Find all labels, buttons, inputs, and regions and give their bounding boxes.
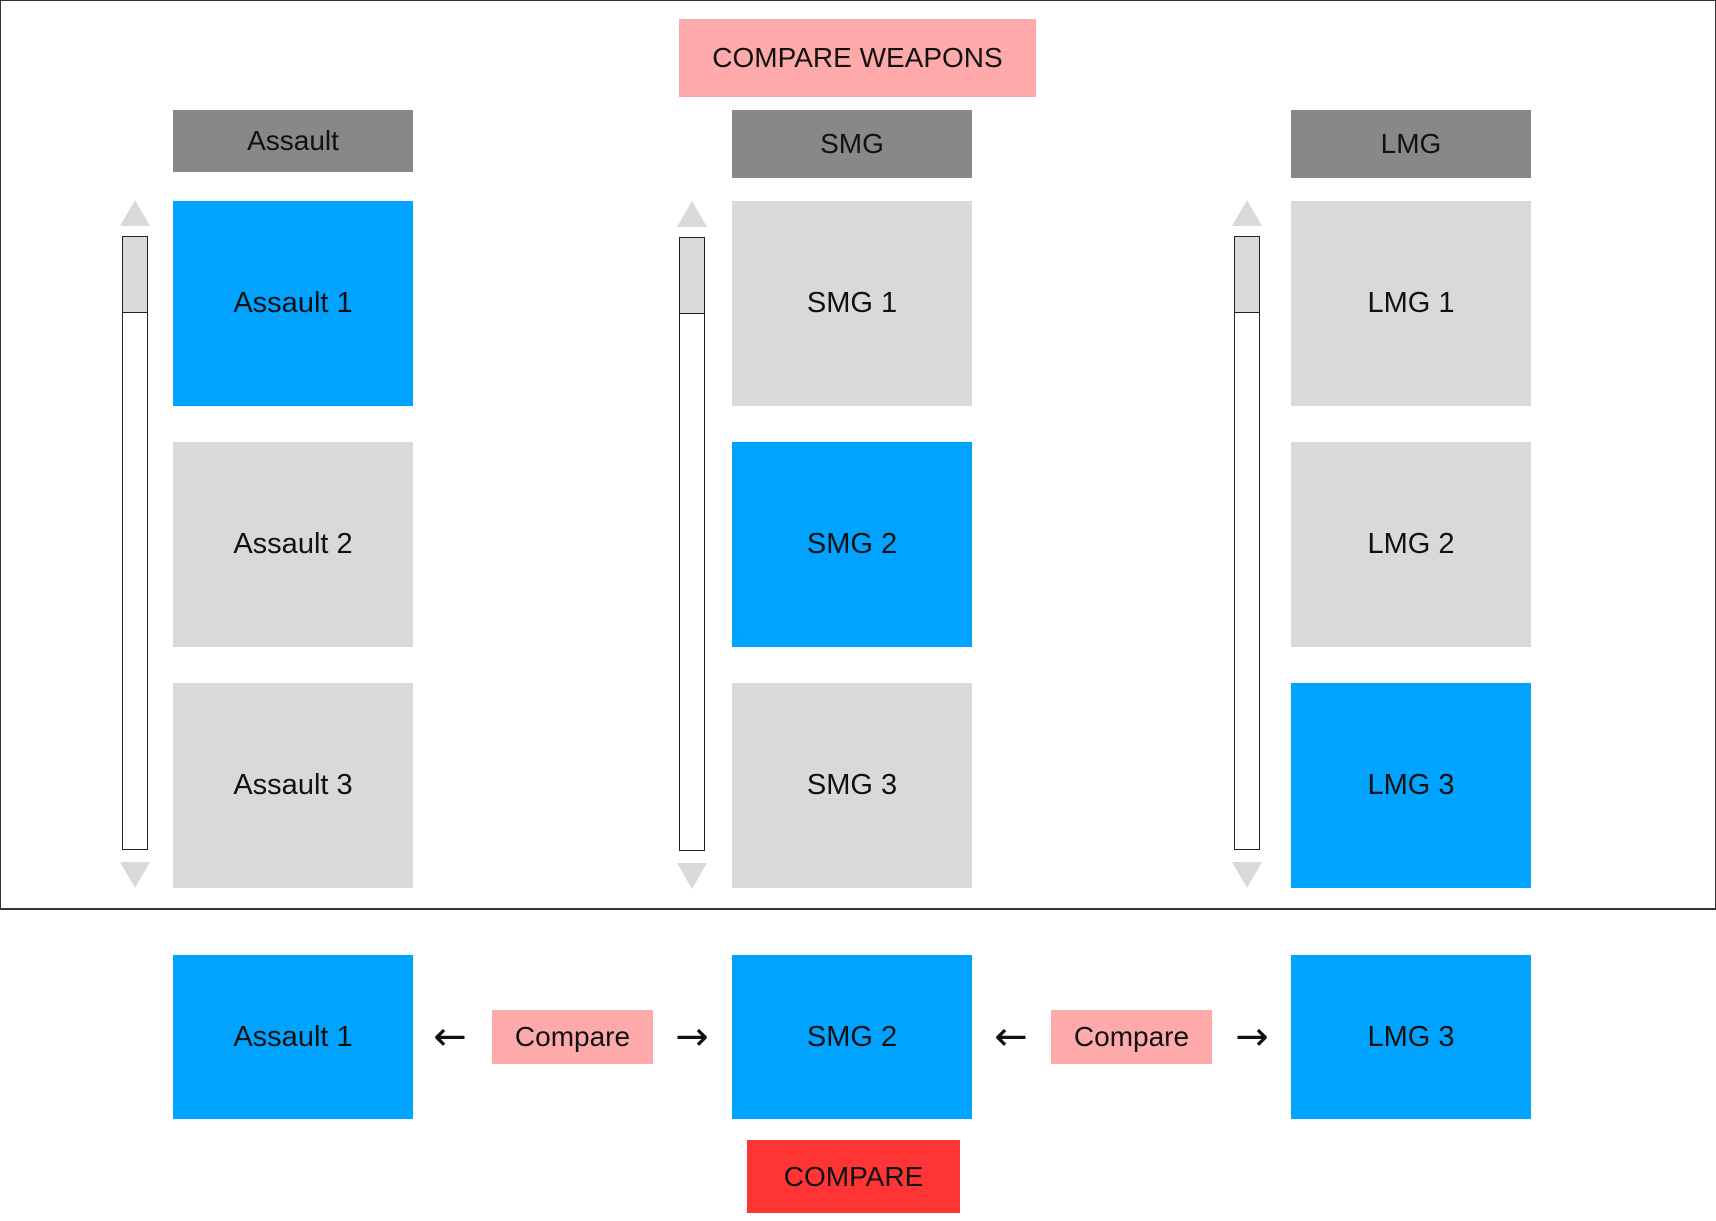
category-header-smg: SMG [732, 110, 972, 178]
arrow-right-icon: → [675, 1014, 709, 1060]
scrollbar-thumb[interactable] [1235, 237, 1259, 313]
scroll-up-arrow-icon[interactable] [120, 200, 150, 226]
comparison-slot-3[interactable]: LMG 3 [1291, 955, 1531, 1119]
scrollbar-thumb[interactable] [123, 237, 147, 313]
scroll-up-arrow-icon[interactable] [677, 201, 707, 227]
weapon-tile-assault-2[interactable]: Assault 2 [173, 442, 413, 647]
scroll-down-arrow-icon[interactable] [120, 862, 150, 888]
category-header-assault: Assault [173, 110, 413, 172]
weapon-tile-lmg-1[interactable]: LMG 1 [1291, 201, 1531, 406]
section-divider [0, 908, 1716, 909]
weapon-tile-smg-1[interactable]: SMG 1 [732, 201, 972, 406]
scroll-up-arrow-icon[interactable] [1232, 200, 1262, 226]
scrollbar-smg[interactable] [679, 237, 705, 851]
arrow-right-icon: → [1235, 1014, 1269, 1060]
scroll-down-arrow-icon[interactable] [1232, 862, 1262, 888]
category-header-lmg: LMG [1291, 110, 1531, 178]
weapon-tile-lmg-3[interactable]: LMG 3 [1291, 683, 1531, 888]
comparison-slot-1[interactable]: Assault 1 [173, 955, 413, 1119]
arrow-left-icon: ← [994, 1014, 1028, 1060]
compare-button[interactable]: COMPARE [747, 1140, 960, 1213]
compare-chip-2[interactable]: Compare [1051, 1010, 1212, 1064]
weapon-tile-assault-3[interactable]: Assault 3 [173, 683, 413, 888]
weapon-tile-smg-3[interactable]: SMG 3 [732, 683, 972, 888]
arrow-left-icon: ← [433, 1014, 467, 1060]
weapon-tile-assault-1[interactable]: Assault 1 [173, 201, 413, 406]
scrollbar-lmg[interactable] [1234, 236, 1260, 850]
scrollbar-assault[interactable] [122, 236, 148, 850]
scrollbar-thumb[interactable] [680, 238, 704, 314]
page-title: COMPARE WEAPONS [679, 19, 1036, 97]
comparison-slot-2[interactable]: SMG 2 [732, 955, 972, 1119]
scroll-down-arrow-icon[interactable] [677, 863, 707, 889]
compare-chip-1[interactable]: Compare [492, 1010, 653, 1064]
weapon-tile-smg-2[interactable]: SMG 2 [732, 442, 972, 647]
weapon-tile-lmg-2[interactable]: LMG 2 [1291, 442, 1531, 647]
